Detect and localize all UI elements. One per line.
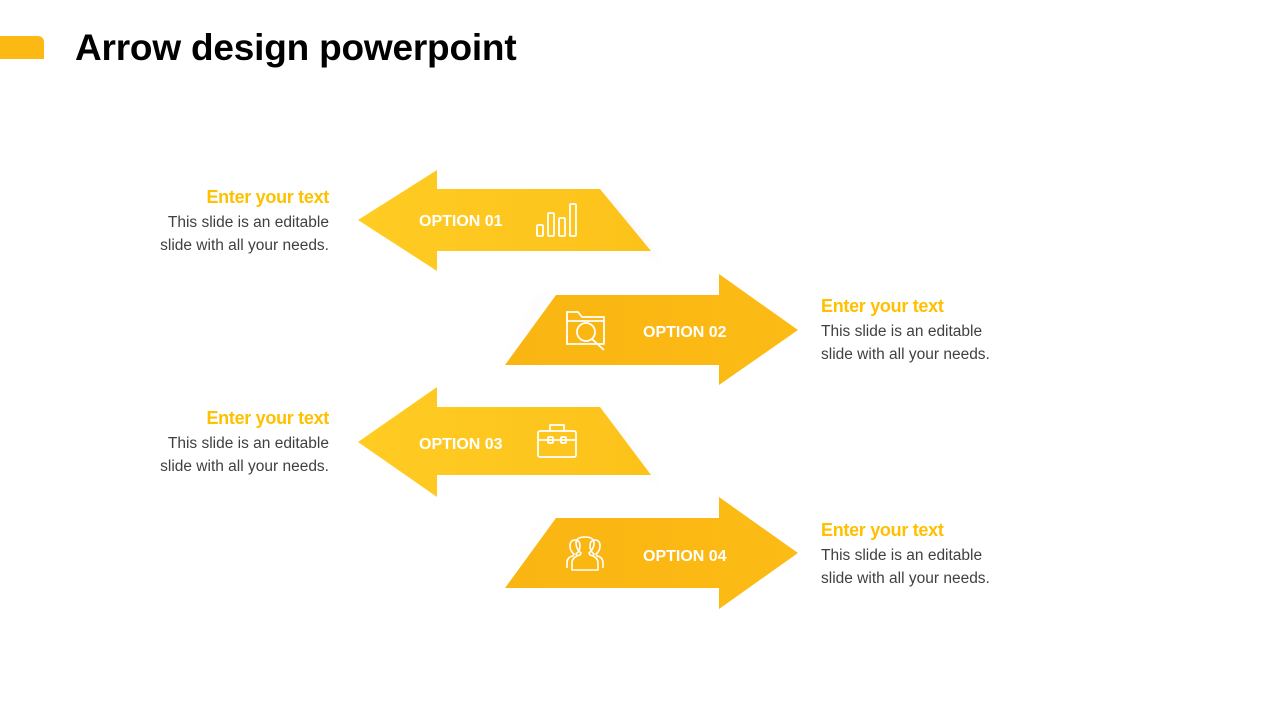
arrow-option-02: OPTION 02: [492, 274, 798, 385]
text-block-04: Enter your text This slide is an editabl…: [821, 519, 1051, 590]
bar-chart-icon: [536, 203, 577, 237]
text-body-line-2: slide with all your needs.: [821, 570, 990, 587]
folder-search-icon: [566, 311, 605, 351]
text-body-line-2: slide with all your needs.: [160, 458, 329, 475]
title-accent-tab: [0, 36, 44, 59]
page-title: Arrow design powerpoint: [75, 27, 517, 68]
text-heading: Enter your text: [821, 520, 944, 540]
text-body-line-1: This slide is an editable: [821, 547, 983, 564]
option-label: OPTION 03: [419, 436, 503, 453]
users-icon: [566, 536, 604, 571]
arrow-shadow: [492, 288, 548, 383]
arrow-option-04: OPTION 04: [492, 497, 798, 609]
text-body-line-1: This slide is an editable: [167, 214, 329, 231]
text-heading: Enter your text: [821, 296, 944, 316]
arrow-shape: [505, 497, 798, 609]
arrow-shadow: [492, 512, 548, 606]
option-label: OPTION 04: [643, 548, 727, 565]
text-block-03: Enter your text This slide is an editabl…: [99, 407, 329, 478]
arrow-option-03: OPTION 03: [358, 387, 664, 497]
arrow-shape: [358, 170, 651, 271]
arrow-option-01: OPTION 01: [358, 170, 664, 272]
option-label: OPTION 01: [419, 213, 503, 230]
briefcase-icon: [537, 424, 577, 458]
arrow-shape: [358, 387, 651, 497]
text-body-line-2: slide with all your needs.: [821, 346, 990, 363]
text-block-01: Enter your text This slide is an editabl…: [99, 186, 329, 257]
text-body-line-1: This slide is an editable: [167, 435, 329, 452]
option-label: OPTION 02: [643, 324, 727, 341]
arrow-shape: [505, 274, 798, 385]
text-block-02: Enter your text This slide is an editabl…: [821, 295, 1051, 366]
text-body-line-2: slide with all your needs.: [160, 237, 329, 254]
text-body-line-1: This slide is an editable: [821, 323, 983, 340]
text-heading: Enter your text: [206, 187, 329, 207]
text-heading: Enter your text: [206, 408, 329, 428]
